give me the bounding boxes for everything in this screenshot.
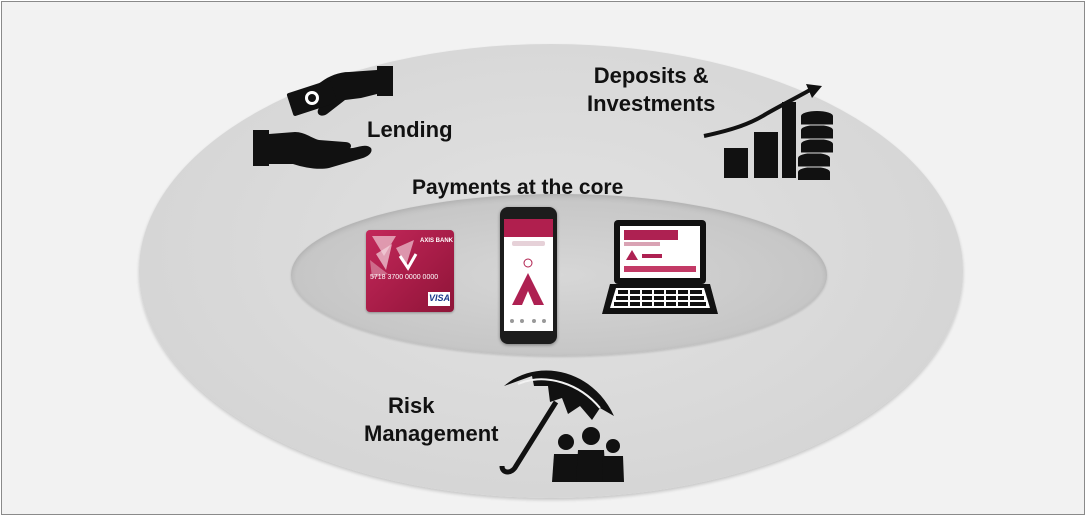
deposits-label-line1: Deposits & — [593, 63, 709, 88]
payments-label: Payments at the core — [412, 176, 624, 199]
laptop-icon — [602, 220, 718, 314]
deposits-investments-label: Deposits & Investments — [587, 62, 715, 118]
growth-chart-coins-icon — [703, 84, 833, 180]
card-bank-name: AXIS BANK — [420, 238, 454, 244]
phone-screen — [504, 219, 553, 331]
risk-label-line1: Risk — [388, 393, 435, 418]
smartphone-icon — [500, 207, 557, 344]
card-number: 5718 3700 0000 0000 — [370, 274, 439, 281]
umbrella-family-icon — [499, 370, 624, 482]
card-network: VISA — [429, 293, 451, 303]
hand-money-icon — [253, 66, 393, 169]
credit-card-icon: AXIS BANK 5718 3700 0000 0000 VISA — [366, 230, 454, 312]
deposits-label-line2: Investments — [587, 91, 716, 116]
lending-label: Lending — [367, 117, 453, 142]
risk-management-label: Risk Management — [364, 392, 498, 448]
phone-app-header — [504, 219, 553, 237]
risk-label-line2: Management — [364, 421, 499, 446]
